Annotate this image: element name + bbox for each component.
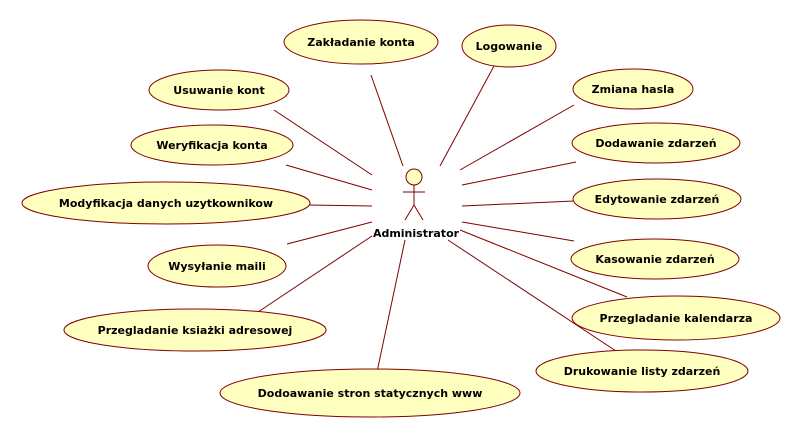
use-case-label: Weryfikacja konta [156, 139, 267, 152]
association-line [254, 235, 373, 315]
use-case-edytowanie-zdarzen[interactable]: Edytowanie zdarzeń [572, 178, 742, 220]
use-case-ellipse [219, 368, 521, 418]
actor-head [405, 168, 423, 186]
association-line [273, 109, 373, 176]
use-case-label: Kasowanie zdarzeń [595, 253, 714, 266]
use-case-ellipse [572, 178, 742, 220]
use-case-drukowanie-listy-zdarzen[interactable]: Drukowanie listy zdarzeń [535, 349, 749, 393]
use-case-label: Dodoawanie stron statycznych www [258, 387, 483, 400]
use-case-label: Przegladanie ksiażki adresowej [98, 324, 293, 337]
use-case-ellipse [148, 69, 290, 111]
association-line [370, 74, 404, 167]
association-line [461, 161, 577, 186]
use-case-weryfikacja-konta[interactable]: Weryfikacja konta [130, 124, 294, 166]
use-case-zakladanie-konta[interactable]: Zakładanie konta [283, 19, 439, 65]
use-case-label: Przegladanie kalendarza [600, 312, 753, 325]
use-case-label: Wysyłanie maili [168, 260, 266, 273]
use-case-ellipse [571, 122, 741, 164]
use-case-label: Usuwanie kont [173, 84, 264, 97]
association-line [461, 221, 575, 242]
use-case-logowanie[interactable]: Logowanie [461, 24, 557, 68]
administrator-actor: Administrator [373, 168, 460, 240]
use-case-ellipse [461, 24, 557, 68]
association-line [308, 204, 373, 207]
association-line [459, 229, 628, 298]
use-case-kasowanie-zdarzen[interactable]: Kasowanie zdarzeń [570, 238, 740, 280]
actor-left-leg [404, 204, 415, 221]
use-case-zmiana-hasla[interactable]: Zmiana hasla [572, 68, 694, 110]
use-case-modyfikacja-danych-uzytkownikow[interactable]: Modyfikacja danych uzytkownikow [21, 181, 311, 225]
use-case-ellipse [63, 308, 327, 352]
use-case-wysylanie-maili[interactable]: Wysyłanie maili [147, 244, 287, 288]
use-case-ellipse [21, 181, 311, 225]
use-case-usuwanie-kont[interactable]: Usuwanie kont [148, 69, 290, 111]
association-line [376, 239, 406, 373]
association-line [285, 164, 373, 191]
use-case-label: Drukowanie listy zdarzeń [564, 365, 721, 378]
association-line [461, 200, 575, 207]
use-case-dodawanie-zdarzen[interactable]: Dodawanie zdarzeń [571, 122, 741, 164]
use-case-ellipse [571, 295, 781, 341]
use-case-przegladanie-ksiazki-adresowej[interactable]: Przegladanie ksiażki adresowej [63, 308, 327, 352]
association-line [447, 239, 623, 356]
association-line [286, 221, 373, 245]
use-case-ellipse [283, 19, 439, 65]
use-case-ellipse [572, 68, 694, 110]
use-case-label: Zmiana hasla [592, 83, 675, 96]
use-case-label: Edytowanie zdarzeń [595, 193, 720, 206]
use-case-label: Zakładanie konta [307, 36, 415, 49]
use-case-label: Logowanie [476, 40, 543, 53]
use-case-label: Dodawanie zdarzeń [595, 137, 716, 150]
use-case-ellipse [535, 349, 749, 393]
use-case-przegladanie-kalendarza[interactable]: Przegladanie kalendarza [571, 295, 781, 341]
use-case-ellipse [130, 124, 294, 166]
association-lines [254, 65, 628, 373]
actor-right-leg [413, 204, 424, 221]
association-line [459, 104, 575, 171]
use-case-ellipse [147, 244, 287, 288]
use-case-label: Modyfikacja danych uzytkownikow [59, 197, 273, 210]
use-case-ellipse [570, 238, 740, 280]
use-case-dodoawanie-stron-statycznych-www[interactable]: Dodoawanie stron statycznych www [219, 368, 521, 418]
actor-name: Administrator [373, 227, 460, 240]
association-line [439, 65, 495, 167]
